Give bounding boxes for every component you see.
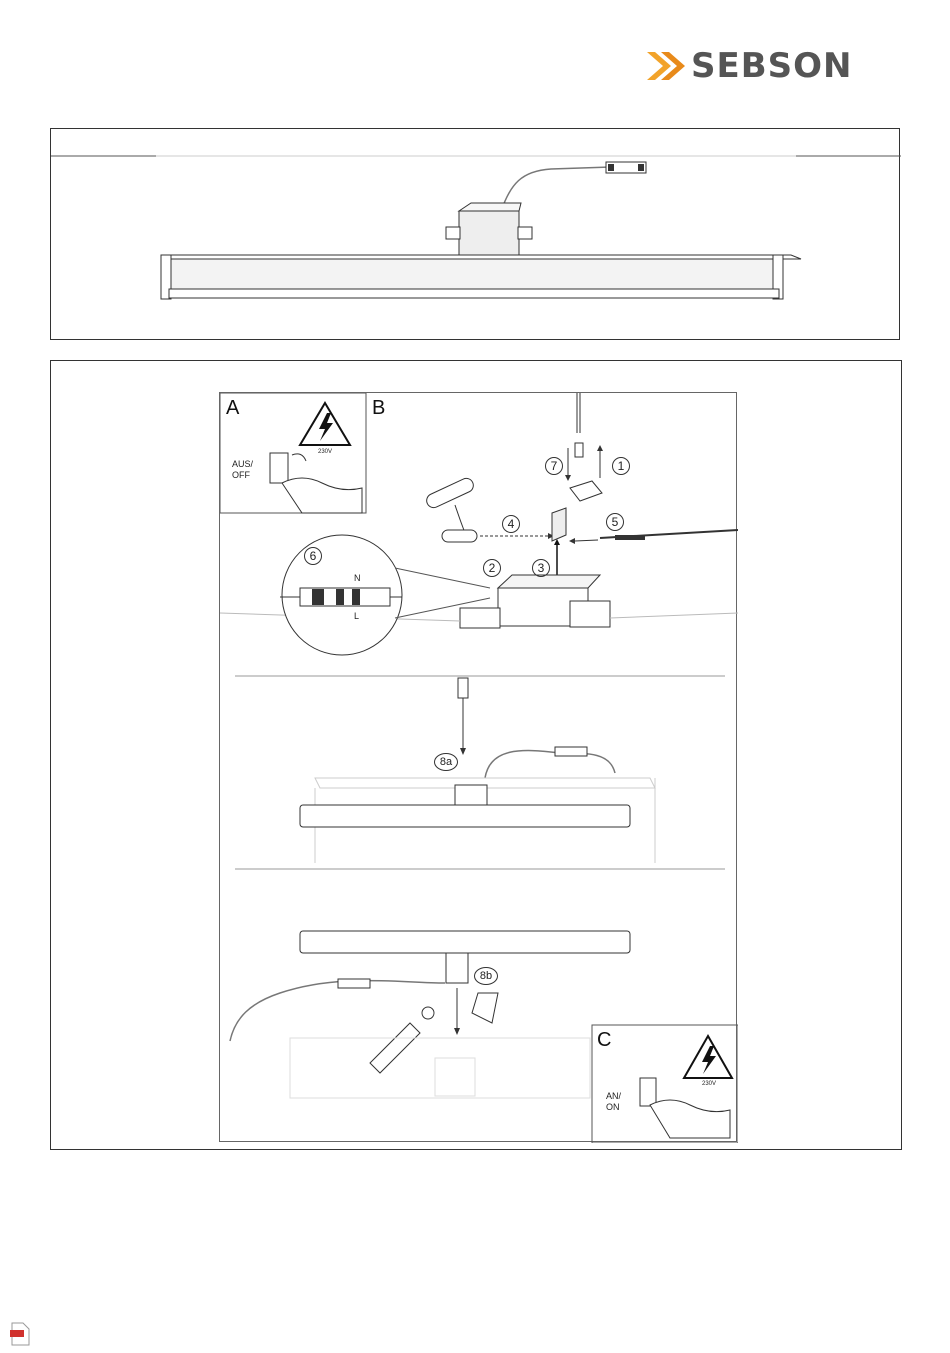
voltage-label-a: 230V: [318, 447, 332, 458]
step-8a: 8a: [434, 753, 458, 771]
step-8b: 8b: [474, 967, 498, 985]
panel-label-b: B: [372, 397, 385, 420]
step-2: 2: [483, 559, 501, 577]
product-illustration: [51, 129, 901, 341]
brand-name: SEBSON: [691, 46, 852, 86]
step-7: 7: [545, 457, 563, 475]
pdf-file-icon[interactable]: [8, 1322, 32, 1346]
switch-on-label: AN/ ON: [606, 1091, 621, 1113]
panel-label-a: A: [226, 397, 239, 420]
chevron-logo-icon: [645, 50, 689, 82]
product-overview-box: [50, 128, 900, 340]
wire-mark-l: L: [354, 611, 359, 622]
step-3: 3: [532, 559, 550, 577]
installation-drawing: [220, 393, 738, 1143]
step-4: 4: [502, 515, 520, 533]
panel-label-c: C: [597, 1029, 611, 1052]
voltage-label-c: 230V: [702, 1079, 716, 1090]
step-6: 6: [304, 547, 322, 565]
installation-diagram: A B C AUS/ OFF 230V AN/ ON 230V 1 2 3 4 …: [219, 392, 737, 1142]
step-5: 5: [606, 513, 624, 531]
switch-off-label: AUS/ OFF: [232, 459, 253, 481]
wire-mark-n: N: [354, 573, 361, 584]
step-1: 1: [612, 457, 630, 475]
brand-logo: SEBSON: [645, 44, 855, 88]
